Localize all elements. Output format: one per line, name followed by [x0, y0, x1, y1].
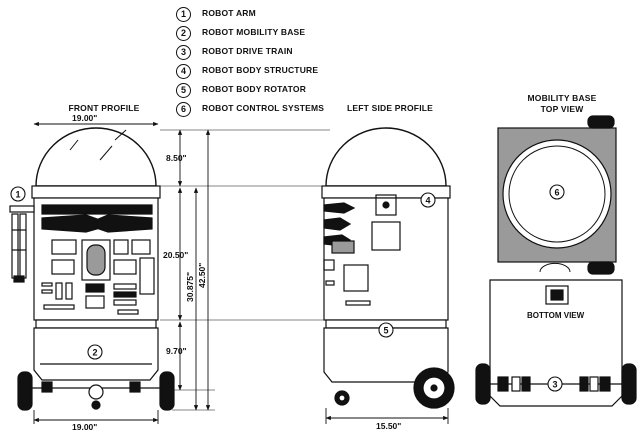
- legend-number: 1: [176, 7, 191, 22]
- legend-label: ROBOT CONTROL SYSTEMS: [202, 103, 325, 113]
- front-profile: [9, 127, 175, 411]
- side-dimensions: [325, 408, 449, 424]
- front-bottom-width-label: 19.00": [72, 422, 97, 432]
- legend-label: ROBOT DRIVE TRAIN: [202, 46, 293, 56]
- bottom-view: [475, 262, 637, 407]
- callout-drive: 3: [547, 376, 563, 392]
- legend-label: ROBOT BODY STRUCTURE: [202, 65, 319, 75]
- callout-drive-number: 3: [553, 380, 558, 390]
- bottom-view-title: BOTTOM VIEW: [527, 311, 585, 320]
- legend-item: 4 ROBOT BODY STRUCTURE: [176, 63, 356, 82]
- top-view-title: TOP VIEW: [540, 104, 584, 114]
- legend-number: 6: [176, 102, 191, 117]
- legend-item: 1 ROBOT ARM: [176, 6, 356, 25]
- left-side-profile: [321, 127, 455, 409]
- legend-number: 4: [176, 64, 191, 79]
- callout-rotator-number: 5: [384, 326, 389, 336]
- callout-control: 6: [549, 184, 565, 200]
- legend-item: 3 ROBOT DRIVE TRAIN: [176, 44, 356, 63]
- callout-control-number: 6: [555, 188, 560, 198]
- callout-arm: 1: [10, 186, 26, 202]
- legend-item: 6 ROBOT CONTROL SYSTEMS: [176, 101, 356, 120]
- legend-label: ROBOT MOBILITY BASE: [202, 27, 306, 37]
- callout-base: 2: [87, 344, 103, 360]
- callout-body: 4: [420, 192, 436, 208]
- legend-number: 3: [176, 45, 191, 60]
- callout-rotator: 5: [378, 322, 394, 338]
- legend-item: 5 ROBOT BODY ROTATOR: [176, 82, 356, 101]
- side-bottom-width-label: 15.50": [376, 421, 401, 431]
- callout-base-number: 2: [93, 348, 98, 358]
- dome-height-label: 8.50": [166, 153, 187, 163]
- front-dimensions: [33, 121, 330, 424]
- legend: 1 ROBOT ARM 2 ROBOT MOBILITY BASE 3 ROBOT D…: [176, 6, 356, 120]
- callout-arm-number: 1: [16, 190, 21, 200]
- callout-body-number: 4: [426, 196, 431, 206]
- legend-label: ROBOT ARM: [202, 8, 256, 18]
- legend-number: 2: [176, 26, 191, 41]
- legend-label: ROBOT BODY ROTATOR: [202, 84, 307, 94]
- left-side-profile-title: LEFT SIDE PROFILE: [346, 103, 434, 113]
- overall-height-b-label: 42.50": [197, 263, 207, 288]
- front-top-width-label: 19.00": [72, 113, 97, 123]
- overall-height-a-label: 30.875": [185, 272, 195, 302]
- legend-item: 2 ROBOT MOBILITY BASE: [176, 25, 356, 44]
- base-height-label: 9.70": [166, 346, 187, 356]
- front-profile-title: FRONT PROFILE: [68, 103, 140, 113]
- body-height-label: 20.50": [163, 250, 188, 260]
- legend-number: 5: [176, 83, 191, 98]
- mobility-base-title: MOBILITY BASE: [527, 93, 597, 103]
